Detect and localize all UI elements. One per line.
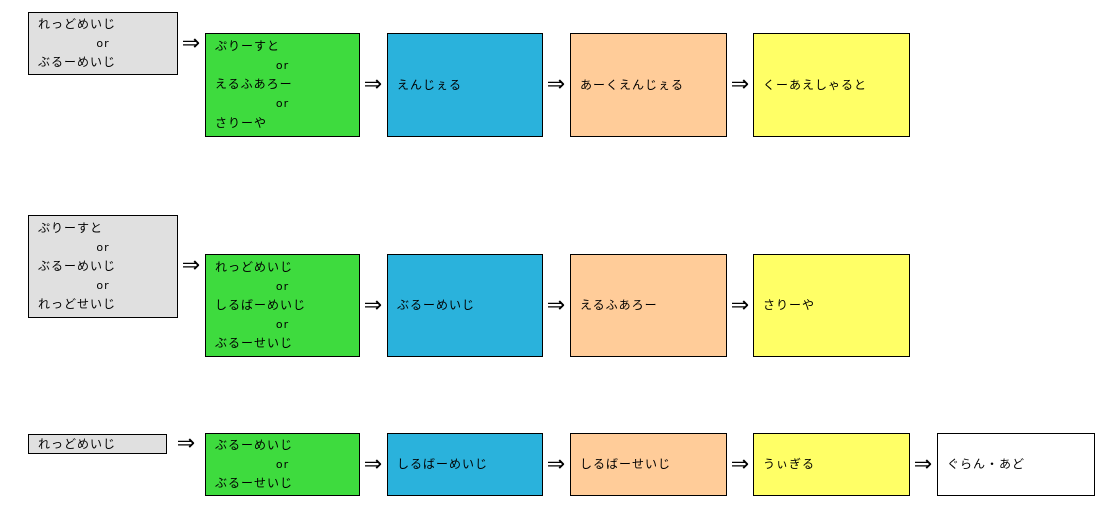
node-row3-stage1: ぶるーめいじ or ぶるーせいじ (205, 433, 360, 496)
arrow-right-icon: ⇒ (913, 452, 933, 477)
node-text-line: ぐらん・あど (947, 457, 1026, 471)
node-row2-stage2: ぶるーめいじ (387, 254, 543, 357)
arrow-right-icon: ⇒ (363, 293, 383, 318)
node-text-line: ぶるーめいじ (38, 259, 117, 273)
or-separator: or (275, 97, 290, 111)
node-row2-stage3: えるふあろー (570, 254, 727, 357)
or-separator: or (275, 58, 290, 72)
arrow-right-icon: ⇒ (363, 72, 383, 97)
or-separator: or (96, 36, 110, 50)
node-text-line: さりーや (763, 298, 816, 312)
node-row3-stage2: しるばーめいじ (387, 433, 543, 496)
node-row1-start: れっどめいじ or ぶるーめいじ (28, 12, 178, 75)
node-text-line: えるふあろー (580, 298, 658, 312)
or-separator: or (275, 317, 290, 331)
node-row3-final: ぐらん・あど (937, 433, 1095, 496)
node-row2-start: ぷりーすと or ぶるーめいじ or れっどせいじ (28, 215, 178, 318)
node-row1-stage1: ぷりーすと or えるふあろー or さりーや (205, 33, 360, 137)
node-row3-stage4: うぃぎる (753, 433, 910, 496)
arrow-right-icon: ⇒ (181, 253, 201, 278)
node-row1-stage4: くーあえしゃると (753, 33, 910, 137)
node-text-line: ぶるーせいじ (215, 475, 294, 490)
node-row3-start: れっどめいじ (28, 434, 167, 454)
node-text-line: さりーや (215, 116, 268, 131)
node-row3-stage3: しるばーせいじ (570, 433, 727, 496)
or-separator: or (96, 240, 110, 254)
node-text-line: えるふあろー (215, 77, 293, 92)
node-text-line: れっどせいじ (38, 297, 117, 312)
node-text-line: しるばーせいじ (580, 457, 672, 471)
arrow-right-icon: ⇒ (363, 452, 383, 477)
arrow-right-icon: ⇒ (181, 31, 201, 56)
arrow-right-icon: ⇒ (730, 293, 750, 318)
node-text-line: うぃぎる (763, 457, 816, 471)
node-row2-stage1: れっどめいじ or しるばーめいじ or ぶるーせいじ (205, 254, 360, 357)
node-text-line: れっどめいじ (38, 436, 117, 451)
node-text-line: ぷりーすと (215, 38, 281, 53)
node-text-line: しるばーめいじ (215, 298, 307, 312)
node-text-line: ぶるーめいじ (215, 438, 294, 453)
or-separator: or (275, 279, 290, 293)
node-text-line: あーくえんじぇる (580, 77, 685, 92)
arrow-right-icon: ⇒ (546, 452, 566, 477)
node-row2-stage4: さりーや (753, 254, 910, 357)
node-row1-stage3: あーくえんじぇる (570, 33, 727, 137)
node-text-line: くーあえしゃると (763, 77, 868, 92)
arrow-right-icon: ⇒ (730, 452, 750, 477)
node-text-line: しるばーめいじ (397, 457, 489, 471)
node-text-line: ぷりーすと (38, 220, 104, 235)
node-text-line: れっどめいじ (38, 17, 117, 32)
arrow-right-icon: ⇒ (730, 72, 750, 97)
node-row1-stage2: えんじぇる (387, 33, 543, 137)
node-text-line: ぶるーめいじ (38, 54, 117, 69)
node-text-line: ぶるーせいじ (215, 336, 294, 351)
or-separator: or (275, 457, 290, 471)
node-text-line: ぶるーめいじ (397, 298, 476, 312)
node-text-line: えんじぇる (397, 77, 463, 92)
or-separator: or (96, 278, 110, 292)
arrow-right-icon: ⇒ (546, 72, 566, 97)
arrow-right-icon: ⇒ (176, 431, 196, 456)
node-text-line: れっどめいじ (215, 259, 294, 274)
arrow-right-icon: ⇒ (546, 293, 566, 318)
